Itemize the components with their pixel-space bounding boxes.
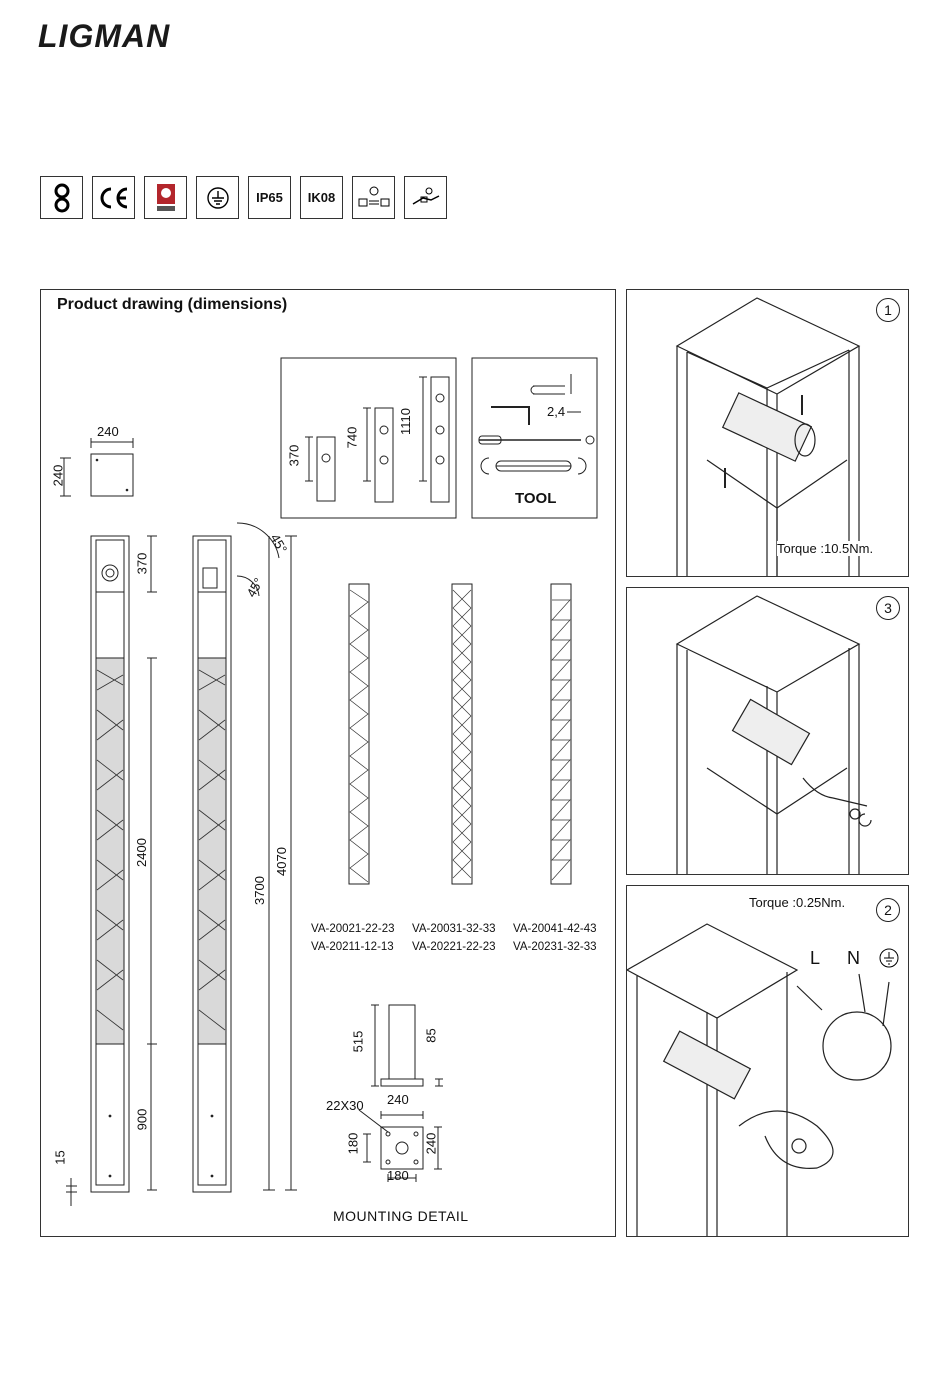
step-1-number: 1 xyxy=(876,298,900,322)
step-1-panel: 1 Torque :10.5Nm. xyxy=(626,289,909,577)
ip-rating-badge: IP65 xyxy=(248,176,291,219)
step-2-torque: Torque :0.25Nm. xyxy=(749,895,845,910)
height-middle-label: 2400 xyxy=(134,838,149,867)
step-3-panel: 3 xyxy=(626,587,909,875)
tool-dim-label: 2,4 xyxy=(547,404,565,419)
height-total-label: 4070 xyxy=(274,847,289,876)
variant-1110-label: 1110 xyxy=(398,408,413,435)
step-2-number: 2 xyxy=(876,898,900,922)
step-2-panel: 2 Torque :0.25Nm. L N xyxy=(626,885,909,1237)
code-6: VA-20231-32-33 xyxy=(513,941,597,953)
top-width-label: 240 xyxy=(97,424,119,439)
height-upper-label: 370 xyxy=(134,553,149,575)
step-1-illustration xyxy=(627,290,910,578)
step-3-number: 3 xyxy=(876,596,900,620)
code-2: VA-20211-12-13 xyxy=(311,941,394,953)
mount-plate-width-label: 240 xyxy=(387,1092,409,1107)
height-lower-label: 900 xyxy=(134,1109,149,1131)
mount-height-label: 515 xyxy=(350,1031,365,1053)
brand-logo: LIGMAN xyxy=(38,18,170,55)
variant-370-label: 370 xyxy=(286,445,301,467)
mount-inner-height-label: 180 xyxy=(345,1133,360,1155)
earth-symbol-icon xyxy=(879,948,899,968)
wire-live-label: L xyxy=(810,948,820,969)
voltage-icon xyxy=(352,176,395,219)
mount-inner-width-label: 180 xyxy=(387,1168,409,1183)
ce-icon xyxy=(92,176,135,219)
variant-740-label: 740 xyxy=(344,427,359,449)
code-4: VA-20221-22-23 xyxy=(412,941,496,953)
connector-icon xyxy=(404,176,447,219)
height-base-label: 15 xyxy=(53,1150,68,1164)
mount-hole-label: 22X30 xyxy=(326,1098,364,1113)
top-depth-label: 240 xyxy=(50,465,65,487)
mounting-detail-label: MOUNTING DETAIL xyxy=(333,1208,469,1224)
dimension-drawing xyxy=(41,290,617,1238)
ik-rating-badge: IK08 xyxy=(300,176,343,219)
tool-label: TOOL xyxy=(515,490,556,507)
class-ii-icon xyxy=(40,176,83,219)
mount-plate-height-label: 240 xyxy=(423,1133,438,1155)
step-1-torque: Torque :10.5Nm. xyxy=(777,541,873,556)
code-1: VA-20021-22-23 xyxy=(311,923,395,935)
step-2-illustration xyxy=(627,886,910,1238)
height-inner-total-label: 3700 xyxy=(252,876,267,905)
quality-icon xyxy=(144,176,187,219)
product-drawing-panel: Product drawing (dimensions) xyxy=(40,289,616,1237)
code-3: VA-20031-32-33 xyxy=(412,923,496,935)
earth-icon xyxy=(196,176,239,219)
wire-neutral-label: N xyxy=(847,948,860,969)
mount-base-label: 85 xyxy=(424,1028,439,1042)
code-5: VA-20041-42-43 xyxy=(513,923,597,935)
step-3-illustration xyxy=(627,588,910,876)
